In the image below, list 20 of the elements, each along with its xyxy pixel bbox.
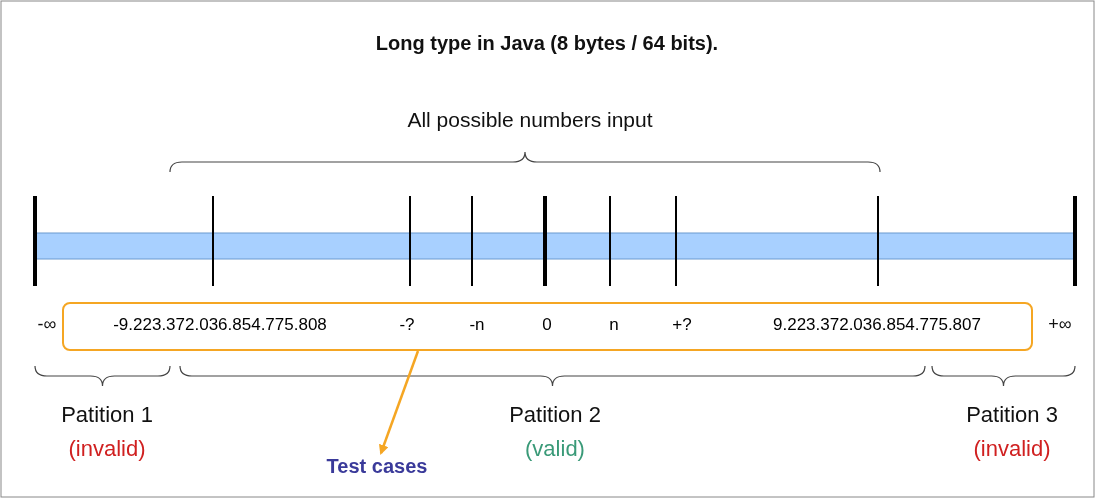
- number-value: 9.223.372.036.854.775.807: [773, 315, 981, 335]
- partition-label: Patition 1: [61, 402, 153, 428]
- number-value: -n: [469, 315, 485, 335]
- number-value: -?: [399, 315, 415, 335]
- partition-label: Patition 3: [966, 402, 1058, 428]
- heading: All possible numbers input: [407, 108, 653, 132]
- infinity-symbol: +∞: [1048, 314, 1072, 335]
- validity-note: (valid): [525, 436, 585, 462]
- number-value: +?: [672, 315, 692, 335]
- test-cases-label: Test cases: [326, 455, 428, 478]
- number-value: -9.223.372.036.854.775.808: [113, 315, 327, 335]
- validity-note: (invalid): [68, 436, 146, 462]
- bracket-box: [62, 302, 1033, 351]
- number-value: 0: [542, 315, 552, 335]
- validity-note: (invalid): [973, 436, 1051, 462]
- infinity-symbol: -∞: [37, 314, 57, 335]
- number-value: n: [609, 315, 619, 335]
- arrow: [379, 350, 420, 455]
- title: Long type in Java (8 bytes / 64 bits).: [375, 32, 719, 55]
- partition-label: Patition 2: [509, 402, 601, 428]
